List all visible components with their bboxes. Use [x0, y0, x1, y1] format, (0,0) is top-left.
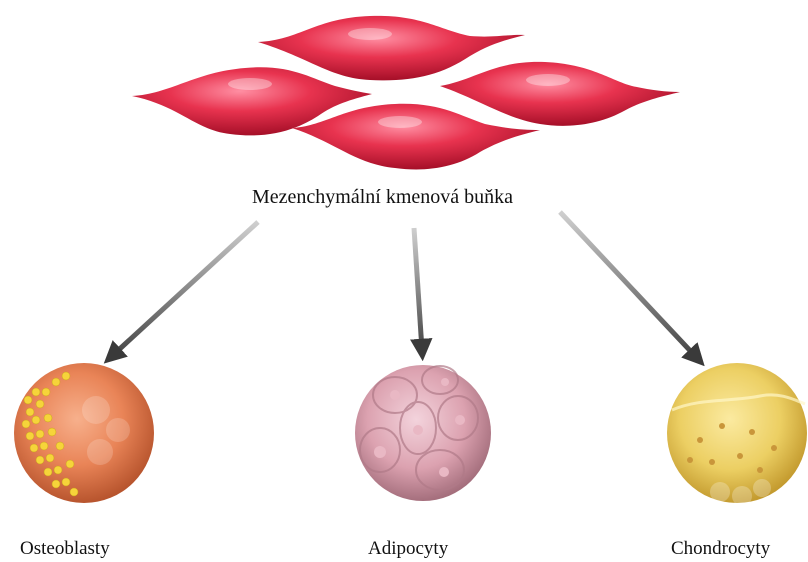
stem-cell-bottom — [292, 104, 540, 170]
arrow-to-osteoblasts — [112, 222, 258, 356]
chondrocyte-cell — [667, 363, 807, 506]
stem-cell-top — [258, 16, 525, 81]
differentiation-arrows — [112, 212, 697, 358]
stem-cell-right — [440, 62, 680, 126]
adipocyte-cell — [355, 365, 491, 501]
osteoblast-cell — [14, 363, 154, 503]
adipocytes-label: Adipocyty — [368, 538, 448, 560]
chondrocytes-label: Chondrocyty — [671, 538, 770, 560]
arrow-to-chondrocytes — [560, 212, 697, 358]
osteoblasts-label: Osteoblasty — [20, 538, 110, 560]
stem-cell-label: Mezenchymální kmenová buňka — [252, 186, 513, 209]
stem-cell-cluster — [132, 16, 680, 170]
arrow-to-adipocytes — [414, 228, 422, 350]
